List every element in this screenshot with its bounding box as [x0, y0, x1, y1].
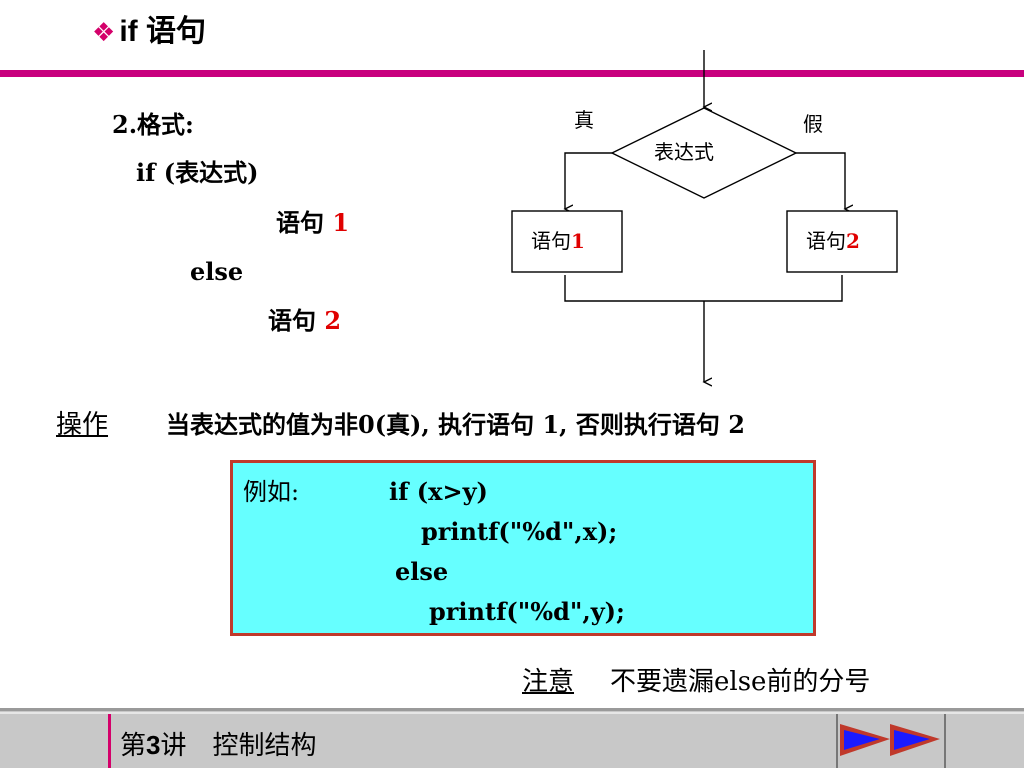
footer-divider-light: [0, 712, 1024, 714]
condition-label: 表达式: [654, 140, 714, 164]
false-branch-line: [796, 152, 845, 209]
footer-lecture-number: 3: [146, 730, 161, 760]
operation-label: 操作: [56, 410, 109, 440]
footer-suffix: 讲 控制结构: [160, 730, 317, 760]
merge-line: [564, 275, 843, 302]
statement-1-box-text: 语句: [531, 229, 571, 253]
false-label: 假: [803, 112, 823, 136]
true-branch-line: [565, 152, 612, 209]
format-statement-2: 语句 2: [268, 306, 341, 336]
example-code-line-4: printf("%d",y);: [429, 597, 625, 626]
format-statement-1-text: 语句: [276, 208, 333, 237]
statement-1-box: [511, 210, 623, 273]
format-statement-2-number: 2: [324, 306, 342, 335]
example-box: 例如: if (x>y) printf("%d",x); else printf…: [230, 460, 816, 636]
slide-title-text: if 语句: [119, 15, 206, 48]
footer-divider-dark: [0, 708, 1024, 711]
next-arrows-icon: [836, 714, 946, 768]
title-divider: [0, 70, 1024, 77]
note-text: 不要遗漏else前的分号: [610, 667, 871, 697]
format-heading: 2.格式:: [112, 110, 194, 139]
format-statement-1-number: 1: [332, 208, 350, 237]
statement-1-box-number: 1: [571, 229, 585, 253]
statement-2-box-label: 语句2: [806, 229, 860, 253]
format-else-line: else: [190, 257, 244, 286]
next-slide-button[interactable]: [836, 714, 946, 768]
diamond-bullet-icon: ❖: [92, 17, 116, 47]
format-statement-2-text: 语句: [268, 306, 325, 335]
true-label: 真: [574, 108, 594, 132]
condition-diamond: [610, 107, 798, 199]
note-label: 注意: [522, 667, 575, 697]
footer-accent-separator: [108, 714, 111, 768]
format-if-line: if (表达式): [136, 158, 259, 187]
example-code-line-3: else: [395, 557, 449, 586]
statement-2-box: [786, 210, 898, 273]
format-statement-1: 语句 1: [276, 208, 349, 238]
statement-2-box-number: 2: [846, 229, 860, 253]
example-label: 例如:: [243, 478, 300, 506]
operation-text: 当表达式的值为非0(真), 执行语句 1, 否则执行语句 2: [166, 410, 745, 439]
statement-2-box-text: 语句: [806, 229, 846, 253]
slide-title: ❖if 语句: [92, 12, 206, 52]
flowchart: [511, 50, 898, 390]
statement-1-box-label: 语句1: [531, 229, 585, 253]
footer-prefix: 第: [120, 730, 147, 760]
footer-lecture-title: 第3讲 控制结构: [120, 728, 317, 762]
example-code-line-1: if (x>y): [389, 477, 488, 506]
example-code-line-2: printf("%d",x);: [421, 517, 618, 546]
